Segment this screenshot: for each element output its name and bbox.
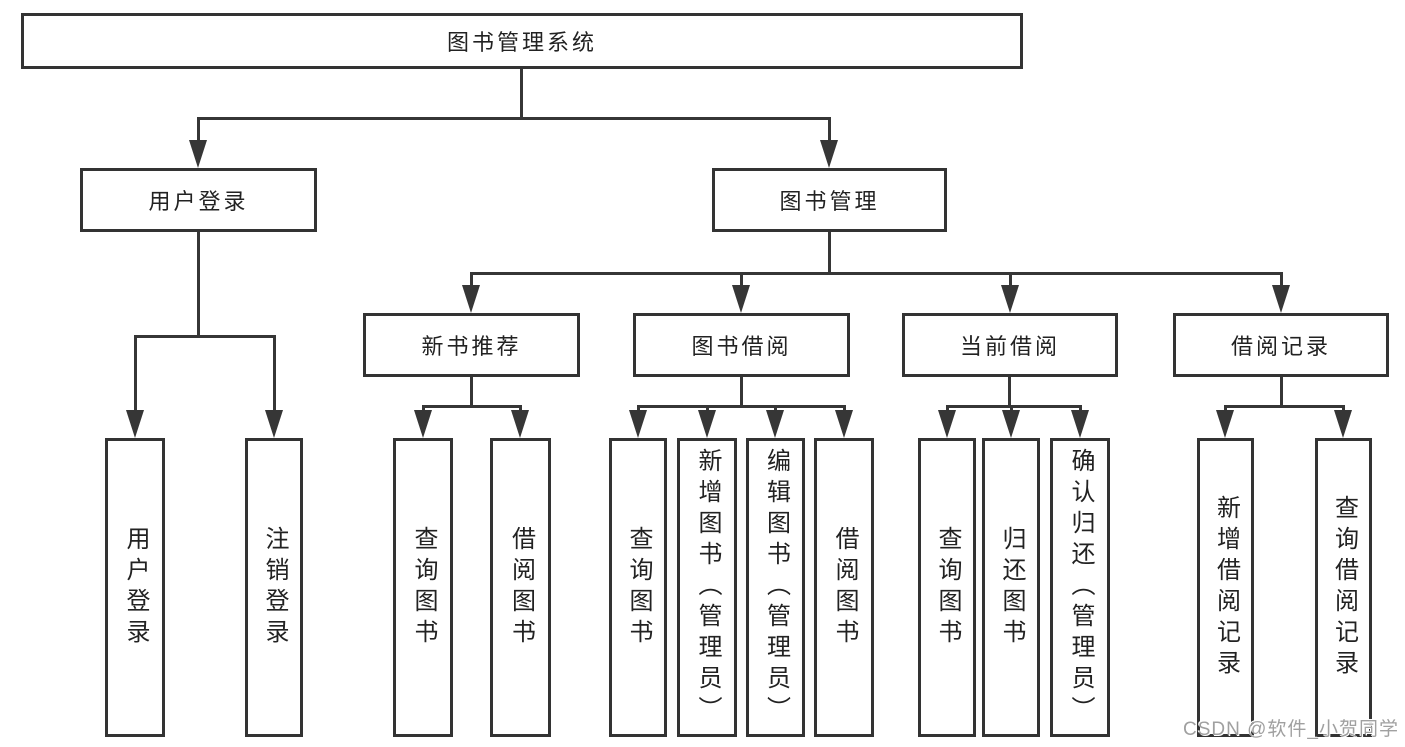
leaf-query-books-recommend: 查询图书 [393, 438, 453, 737]
arrowhead-icon [462, 285, 480, 313]
node-book-borrowing: 图书借阅 [633, 313, 850, 377]
leaf-query-books-borrowing: 查询图书 [609, 438, 667, 737]
node-label: 新增图书（管理员） [694, 448, 721, 727]
leaf-borrow-books-recommend: 借阅图书 [490, 438, 551, 737]
node-label: 用户登录 [148, 189, 249, 214]
connector-line [740, 272, 743, 288]
node-current-borrowing: 当前借阅 [902, 313, 1118, 377]
arrowhead-icon [126, 410, 144, 438]
arrowhead-icon [1002, 410, 1020, 438]
connector-line [828, 117, 831, 143]
arrowhead-icon [265, 410, 283, 438]
connector-line [638, 405, 846, 408]
node-label: 确认归还（管理员） [1067, 448, 1094, 727]
connector-line [198, 117, 831, 120]
connector-line [774, 405, 777, 414]
node-label: 图书管理系统 [446, 30, 597, 55]
connector-line [134, 335, 137, 414]
node-book-management: 图书管理 [712, 168, 947, 232]
node-root-library-system: 图书管理系统 [21, 13, 1023, 69]
node-label: 新增借阅记录 [1212, 494, 1240, 681]
arrowhead-icon [938, 410, 956, 438]
connector-line [637, 405, 640, 414]
connector-line [471, 272, 1283, 275]
leaf-query-books-current: 查询图书 [918, 438, 976, 737]
arrowhead-icon [1001, 285, 1019, 313]
connector-line [740, 377, 743, 407]
arrowhead-icon [414, 410, 432, 438]
node-label: 编辑图书（管理员） [762, 448, 790, 727]
connector-line [1224, 405, 1227, 414]
arrowhead-icon [1334, 410, 1352, 438]
connector-line [422, 405, 425, 414]
arrowhead-icon [1216, 410, 1234, 438]
connector-line [1225, 405, 1345, 408]
node-new-book-recommend: 新书推荐 [363, 313, 580, 377]
leaf-logout: 注销登录 [245, 438, 303, 737]
node-user-login: 用户登录 [80, 168, 317, 232]
node-label: 新书推荐 [421, 334, 522, 359]
connector-line [273, 335, 276, 414]
node-label: 归还图书 [998, 525, 1025, 650]
connector-line [1010, 405, 1013, 414]
leaf-confirm-return-admin: 确认归还（管理员） [1050, 438, 1110, 737]
connector-line [828, 232, 831, 274]
connector-line [519, 405, 522, 414]
arrowhead-icon [766, 410, 784, 438]
arrowhead-icon [732, 285, 750, 313]
node-label: 借阅图书 [831, 525, 858, 650]
node-label: 图书管理 [779, 189, 880, 214]
node-label: 用户登录 [122, 525, 149, 650]
arrowhead-icon [820, 140, 838, 168]
node-label: 借阅图书 [507, 525, 535, 650]
connector-line [947, 405, 1082, 408]
connector-line [1008, 377, 1011, 407]
leaf-return-books: 归还图书 [982, 438, 1040, 737]
arrowhead-icon [629, 410, 647, 438]
arrowhead-icon [698, 410, 716, 438]
arrowhead-icon [1071, 410, 1089, 438]
node-label: 当前借阅 [959, 334, 1060, 359]
connector-line [843, 405, 846, 414]
node-label: 查询借阅记录 [1330, 494, 1358, 681]
connector-line [470, 377, 473, 407]
connector-line [520, 69, 523, 119]
arrowhead-icon [1272, 285, 1290, 313]
leaf-user-login: 用户登录 [105, 438, 165, 737]
connector-line [470, 272, 473, 288]
node-label: 借阅记录 [1230, 334, 1331, 359]
leaf-add-borrow-record: 新增借阅记录 [1197, 438, 1254, 737]
node-label: 查询图书 [934, 525, 961, 650]
connector-line [706, 405, 709, 414]
connector-line [1280, 272, 1283, 288]
connector-line [1009, 272, 1012, 288]
node-label: 查询图书 [625, 525, 652, 650]
node-borrowing-records: 借阅记录 [1173, 313, 1389, 377]
connector-line [946, 405, 949, 414]
connector-line [1079, 405, 1082, 414]
connector-line [197, 232, 200, 338]
arrowhead-icon [511, 410, 529, 438]
connector-line [423, 405, 522, 408]
connector-line [135, 335, 276, 338]
node-label: 查询图书 [410, 525, 437, 650]
arrowhead-icon [189, 140, 207, 168]
connector-line [197, 117, 200, 143]
node-label: 注销登录 [261, 525, 288, 650]
node-label: 图书借阅 [691, 334, 792, 359]
leaf-query-borrow-record: 查询借阅记录 [1315, 438, 1372, 737]
connector-line [1280, 377, 1283, 407]
leaf-edit-books-admin: 编辑图书（管理员） [746, 438, 805, 737]
leaf-borrow-books: 借阅图书 [814, 438, 874, 737]
arrowhead-icon [835, 410, 853, 438]
leaf-add-books-admin: 新增图书（管理员） [677, 438, 737, 737]
connector-line [1342, 405, 1345, 414]
